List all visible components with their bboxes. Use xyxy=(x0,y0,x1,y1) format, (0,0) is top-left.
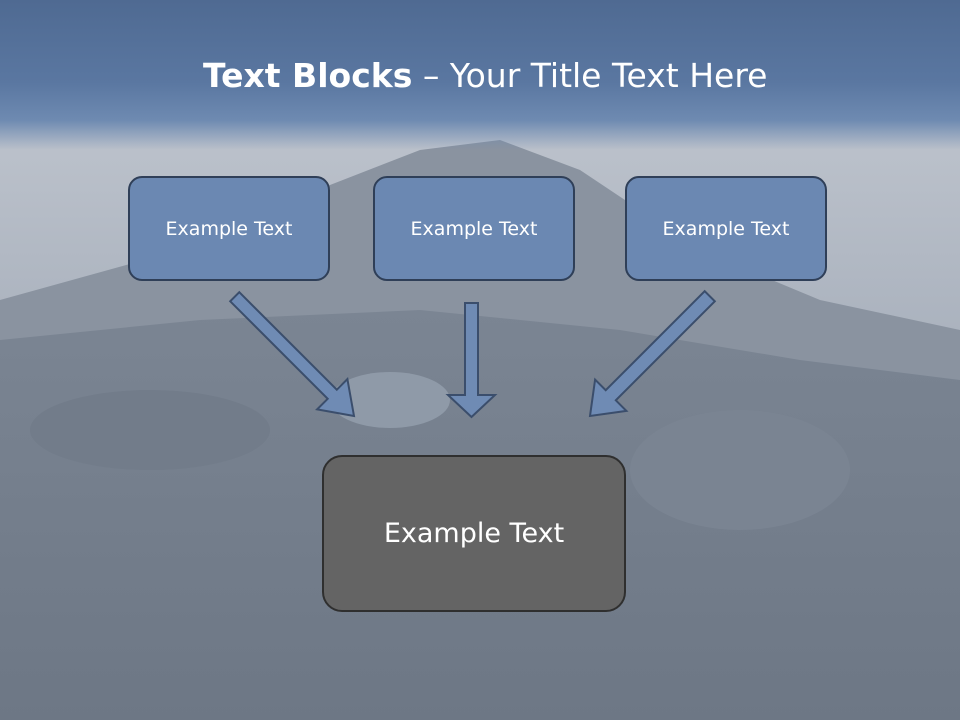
title-bar xyxy=(0,0,960,150)
arrow-middle-down xyxy=(445,302,498,419)
text-block-3-label: Example Text xyxy=(662,217,790,240)
rock-shape xyxy=(330,372,450,428)
target-block-label: Example Text xyxy=(383,518,565,549)
rock-shape xyxy=(30,390,270,470)
text-block-1[interactable]: Example Text xyxy=(128,176,330,281)
title-bold-part: Text Blocks xyxy=(203,56,413,95)
arrow-left-to-center xyxy=(228,290,356,418)
text-block-2[interactable]: Example Text xyxy=(373,176,575,281)
text-block-3[interactable]: Example Text xyxy=(625,176,827,281)
text-block-1-label: Example Text xyxy=(165,217,293,240)
arrow-right-to-center xyxy=(588,289,717,418)
slide-title: Text Blocks – Your Title Text Here xyxy=(203,52,767,100)
target-block[interactable]: Example Text xyxy=(322,455,626,612)
text-block-2-label: Example Text xyxy=(410,217,538,240)
rock-shape xyxy=(630,410,850,530)
title-separator: – xyxy=(412,56,450,95)
title-rest: Your Title Text Here xyxy=(449,56,768,95)
